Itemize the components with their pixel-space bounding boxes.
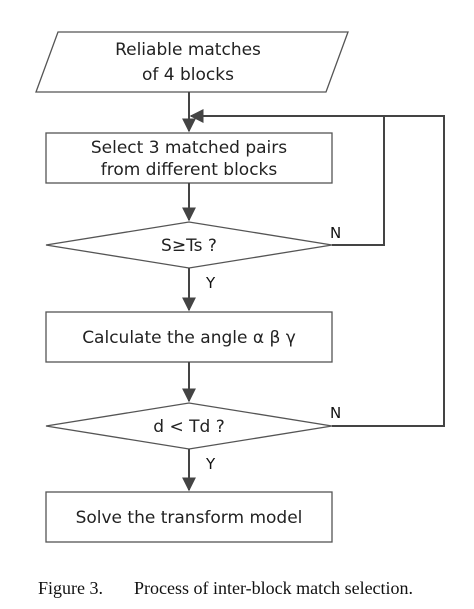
select-pairs-line1: Select 3 matched pairs (91, 138, 287, 158)
select-pairs-line2: from different blocks (101, 160, 278, 180)
decision2-no-label: N (330, 404, 341, 422)
start-node-line1: Reliable matches (115, 40, 261, 60)
decision2-yes-label: Y (205, 455, 216, 473)
decision-s-ts-label: S≥Ts ? (161, 236, 217, 256)
calculate-angle-label: Calculate the angle α β γ (82, 328, 296, 348)
loop-decision1-no (332, 116, 385, 246)
select-pairs-box (45, 132, 333, 184)
start-node-line2: of 4 blocks (142, 65, 234, 85)
figure-caption-label: Figure 3. (38, 578, 103, 598)
start-node (35, 31, 349, 93)
figure-caption-text: Process of inter-block match selection. (134, 578, 413, 598)
solve-model-label: Solve the transform model (76, 508, 303, 528)
decision-d-td-label: d < Td ? (153, 417, 224, 437)
decision1-yes-label: Y (205, 274, 216, 292)
decision1-no-label: N (330, 224, 341, 242)
solve-model-box (45, 491, 333, 543)
loop-decision2-no (189, 109, 445, 427)
